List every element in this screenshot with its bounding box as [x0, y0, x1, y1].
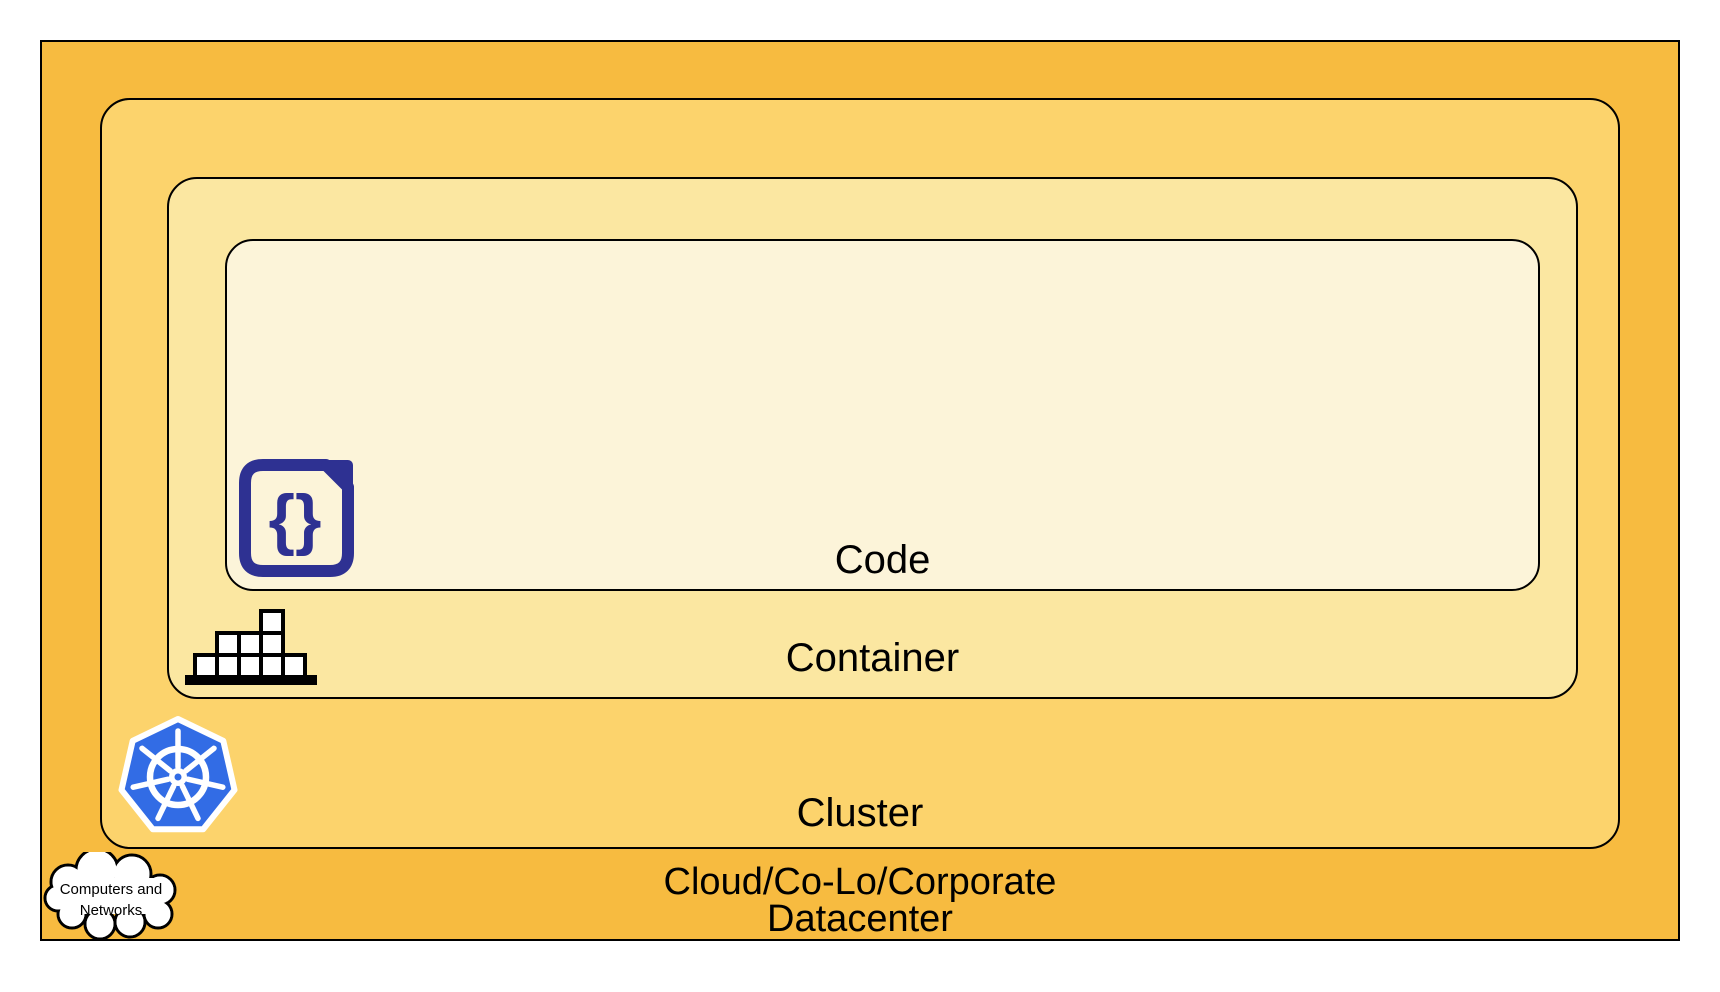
container-label: Container	[785, 636, 960, 680]
cluster-label: Cluster	[796, 791, 924, 835]
datacenter-label-line1: Cloud/Co-Lo/Corporate	[663, 861, 1057, 903]
container-stack-icon	[185, 609, 317, 685]
kubernetes-icon	[118, 716, 238, 833]
layer-datacenter: {} Code	[40, 40, 1680, 941]
cloud-callout-line1: Computers and	[60, 881, 163, 898]
layer-cluster: {} Code	[100, 98, 1620, 849]
curly-braces-glyph: {}	[269, 481, 322, 557]
cloud-callout-line2: Networks	[80, 902, 143, 919]
datacenter-label-line2: Datacenter	[767, 898, 953, 940]
code-label: Code	[834, 538, 931, 582]
layer-code: {} Code	[225, 239, 1540, 591]
code-file-icon: {}	[239, 459, 354, 577]
computers-and-networks-cloud-icon: Computers and Networks	[43, 852, 177, 940]
layer-container: {} Code	[167, 177, 1578, 699]
datacenter-label: Cloud/Co-Lo/Corporate Datacenter	[42, 861, 1678, 940]
